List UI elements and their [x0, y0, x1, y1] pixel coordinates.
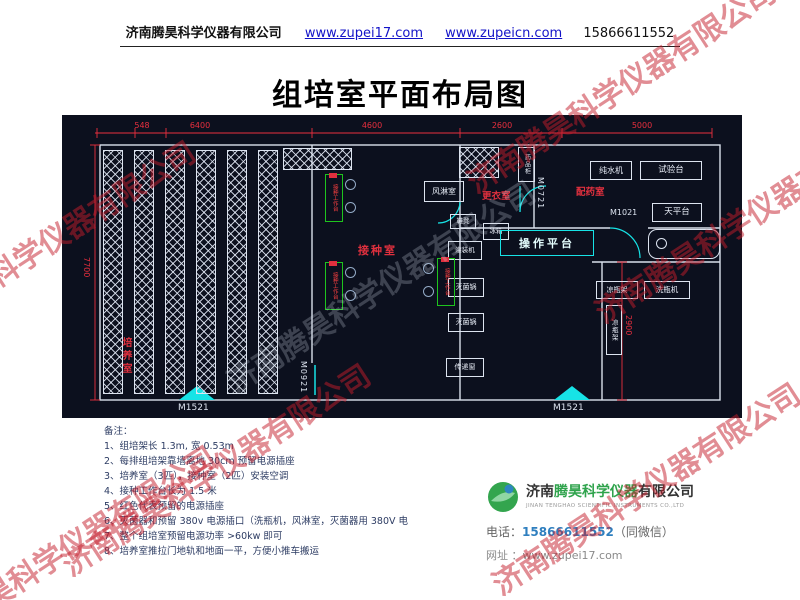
filling-machine-box: 灌装机 — [448, 241, 482, 260]
stool-icon — [345, 267, 356, 278]
door-label-m0721: M0721 — [536, 177, 545, 210]
walls — [99, 144, 721, 401]
culture-rack — [196, 150, 216, 394]
hatched-platform — [459, 147, 499, 178]
page-title: 组培室平面布局图 — [272, 78, 528, 113]
dim-548: 548 — [134, 121, 150, 130]
footer-company-prefix: 济南 — [526, 484, 554, 501]
footer-site: 网址 ：www.zupei17.com — [486, 547, 756, 563]
note-line: 7、整个组培室预留电源功率 >60kw 即可 — [104, 531, 283, 542]
plan-linework — [90, 128, 721, 401]
power-outlet-icon — [329, 173, 337, 178]
header-phone: 15866611552 — [583, 26, 675, 41]
work-table-label: 接种工作台 — [443, 268, 450, 296]
floor-plan: 548 6400 4600 2600 5000 7700 2900 培养室 接种… — [62, 115, 742, 418]
work-table-label: 接种工作台 — [331, 184, 338, 212]
footer-company-mid: 腾昊科学仪器 — [554, 484, 638, 501]
footer: 济南腾昊科学仪器有限公司 JINAN TENGHAO SCIENTIFIC IN… — [486, 480, 756, 563]
dim-2600: 2600 — [491, 121, 513, 130]
company-logo — [488, 482, 518, 512]
operation-platform-box: 操作平台 — [500, 230, 594, 256]
shoe-bench-box: 鞋凳 — [450, 214, 476, 229]
stool-icon — [345, 290, 356, 301]
culture-room-label: 培养室 — [120, 337, 131, 376]
header-company: 济南腾昊科学仪器有限公司 — [125, 26, 282, 41]
note-line: 8、培养室推拉门地轨和地面一平，方便小推车搬运 — [104, 546, 320, 557]
medicine-cabinet-box: 药品柜 — [518, 147, 535, 182]
dimension-lines — [90, 128, 713, 401]
dispensing-room-label: 配药室 — [576, 187, 605, 198]
bottle-rack-box: 凉瓶架 — [596, 281, 638, 299]
dim-2900: 2900 — [624, 315, 633, 336]
note-line: 3、培养室（3匹），接种室（2匹）安装空调 — [104, 471, 289, 482]
footer-phone: 电话：15866611552（同微信） — [486, 523, 756, 540]
inoculation-room-label: 接种室 — [358, 244, 397, 257]
culture-rack — [165, 150, 185, 394]
header-link-zupeicn[interactable]: www.zupeicn.com — [445, 26, 563, 41]
note-line: 4、接种工作台长为 1.5 米 — [104, 486, 217, 497]
header-divider — [120, 46, 680, 47]
note-line: 6、灭菌器和预留 380v 电源插口（洗瓶机，风淋室，灭菌器用 380V 电 — [104, 516, 409, 527]
footer-site-label: 网址 ： — [486, 549, 523, 562]
culture-rack — [258, 150, 278, 394]
dim-6400: 6400 — [189, 121, 211, 130]
culture-rack-horizontal — [283, 148, 352, 170]
door-label-m1021: M1021 — [610, 208, 638, 217]
door-label-m1521-left: M1521 — [178, 403, 209, 413]
test-bench-box: 试验台 — [640, 161, 702, 180]
work-table-label: 接种工作台 — [331, 272, 338, 300]
bottle-rack-vertical-box: 凉瓶架 — [606, 305, 622, 355]
balance-table-box: 天平台 — [652, 203, 702, 222]
dim-5000: 5000 — [631, 121, 653, 130]
power-outlet-icon — [329, 261, 337, 266]
work-table: 接种工作台 — [325, 261, 343, 310]
note-line: 1、组培架长 1.3m, 宽 0.53m — [104, 441, 234, 452]
sink-fixture — [648, 229, 720, 259]
stool-icon — [345, 179, 356, 190]
changing-room-label: 更衣室 — [482, 191, 511, 202]
fridge-box: 冰箱 — [483, 223, 509, 240]
door-label-m1521-right: M1521 — [553, 403, 584, 413]
note-line: 5、红色代表预留的电源插座 — [104, 501, 225, 512]
bottle-washer-box: 洗瓶机 — [644, 281, 690, 299]
footer-phone-suffix: （同微信） — [613, 525, 674, 539]
footer-site-url[interactable]: www.zupei17.com — [522, 549, 623, 562]
sterilizer-box: 灭菌锅 — [448, 278, 484, 297]
work-table: 接种工作台 — [437, 257, 455, 306]
notes-heading: 备注： — [104, 426, 133, 437]
footer-company-en: JINAN TENGHAO SCIENTIFIC INSTRUMENTS CO.… — [526, 502, 685, 509]
power-outlet-icon — [441, 257, 449, 262]
pure-water-box: 纯水机 — [590, 161, 632, 180]
dim-7700: 7700 — [82, 257, 91, 278]
culture-rack — [227, 150, 247, 394]
work-table: 接种工作台 — [325, 173, 343, 222]
header: 济南腾昊科学仪器有限公司 www.zupei17.com www.zupeicn… — [0, 22, 800, 47]
sink-tap-icon — [656, 238, 667, 249]
door-symbols — [179, 185, 641, 400]
air-shower-box: 风淋室 — [424, 181, 464, 202]
footer-company-suffix: 有限公司 — [638, 484, 694, 501]
header-link-zupei17[interactable]: www.zupei17.com — [304, 26, 424, 41]
transfer-window-box: 传递窗 — [446, 358, 484, 377]
note-line: 2、每排组培架靠墙离地 30cm 预留电源插座 — [104, 456, 295, 467]
footer-company: 济南腾昊科学仪器有限公司 — [526, 485, 694, 500]
stool-icon — [345, 202, 356, 213]
footer-phone-label: 电话： — [486, 525, 523, 539]
stool-icon — [423, 286, 434, 297]
culture-rack — [103, 150, 123, 394]
sterilizer-box: 灭菌锅 — [448, 313, 484, 332]
dim-4600: 4600 — [361, 121, 383, 130]
culture-rack — [134, 150, 154, 394]
notes: 备注： 1、组培架长 1.3m, 宽 0.53m 2、每排组培架靠墙离地 30c… — [104, 424, 408, 559]
stool-icon — [423, 263, 434, 274]
footer-phone-number: 15866611552 — [522, 525, 614, 539]
door-label-m0921: M0921 — [299, 361, 308, 394]
